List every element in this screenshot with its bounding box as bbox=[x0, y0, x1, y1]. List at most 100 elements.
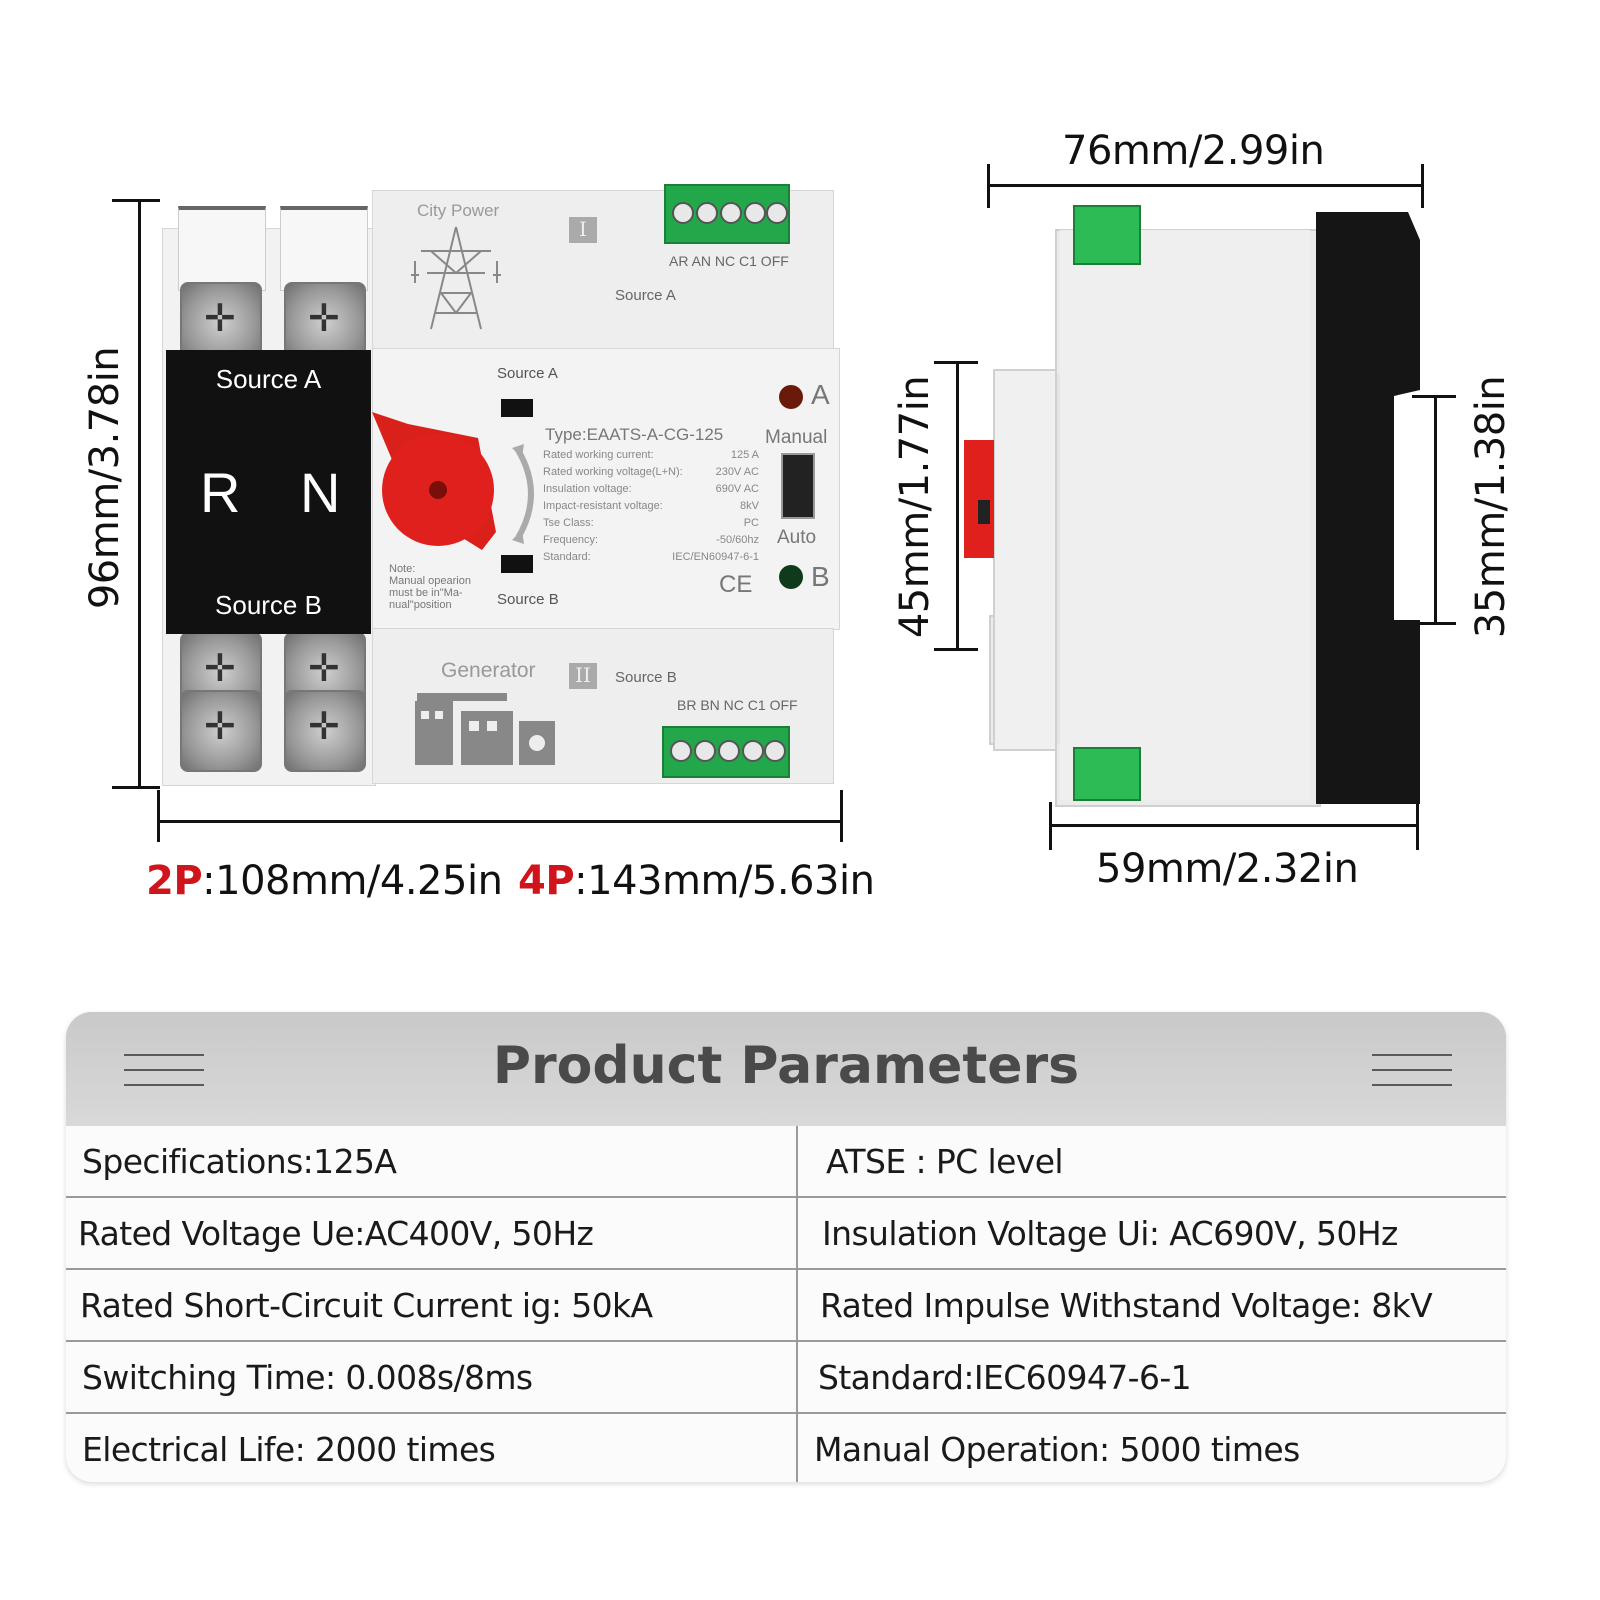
source-b-window bbox=[501, 555, 533, 573]
rotary-handle-icon[interactable] bbox=[368, 404, 548, 564]
bottom-terminal-block bbox=[662, 726, 790, 778]
auto-label: Auto bbox=[777, 527, 817, 548]
table-cell-left: Switching Time: 0.008s/8ms bbox=[82, 1357, 533, 1397]
side-top-tick-right bbox=[1421, 164, 1424, 208]
parameter-title: Product Parameters bbox=[492, 1036, 1080, 1096]
side-view: 76mm/2.99in 59mm/2.32in 45mm/1.77in 35mm… bbox=[892, 0, 1600, 920]
manual-label: Manual bbox=[765, 427, 828, 448]
height-dim-label: 96mm/3.78in bbox=[82, 346, 128, 610]
bottom-source-label: Source B bbox=[615, 669, 677, 686]
side-bottom-label: 59mm/2.32in bbox=[1096, 846, 1359, 892]
led-b bbox=[779, 565, 803, 589]
pole-fin-2 bbox=[280, 206, 368, 291]
side-top-dim-line bbox=[988, 184, 1424, 187]
panel-r: R bbox=[200, 461, 241, 524]
pole-fin-1 bbox=[178, 206, 266, 291]
side-right-tick-bottom bbox=[1412, 622, 1456, 625]
table-cell-left: Specifications:125A bbox=[82, 1141, 397, 1181]
table-cell-right: Rated Impulse Withstand Voltage: 8kV bbox=[820, 1285, 1433, 1325]
value-4p: :143mm/5.63in bbox=[574, 858, 875, 904]
width-dim-line bbox=[158, 820, 842, 823]
bottom-module: Generator II Source B BR BN NC C1 OFF bbox=[372, 628, 834, 784]
side-left-dim-line bbox=[956, 362, 959, 650]
prefix-4p: 4P bbox=[518, 858, 575, 904]
spec-row: Insulation voltage:690V AC bbox=[543, 483, 759, 495]
side-right-tick-top bbox=[1412, 395, 1456, 398]
height-dim-tick-top bbox=[112, 199, 160, 202]
parameter-table: Specifications:125A ATSE : PC level Rate… bbox=[66, 1126, 1506, 1482]
panel-source-a: Source A bbox=[215, 364, 322, 394]
width-dim-tick-right bbox=[840, 790, 843, 842]
deco-lines-left bbox=[124, 1054, 204, 1099]
spec-row: Frequency:-50/60hz bbox=[543, 534, 759, 546]
height-dim-line bbox=[138, 200, 141, 788]
generator-icon bbox=[415, 693, 555, 765]
face-source-b: Source B bbox=[497, 591, 559, 608]
power-tower-icon bbox=[411, 226, 501, 330]
roman-one: I bbox=[569, 217, 597, 243]
city-power-label: City Power bbox=[417, 201, 500, 220]
table-cell-right: Manual Operation: 5000 times bbox=[814, 1429, 1300, 1469]
note-text: Note: Manual opearion must be in"Ma- nua… bbox=[389, 563, 471, 611]
led-a-label: A bbox=[811, 379, 830, 410]
source-a-window bbox=[501, 399, 533, 417]
side-right-dim-line bbox=[1434, 396, 1437, 624]
table-cell-left: Electrical Life: 2000 times bbox=[82, 1429, 496, 1469]
side-right-label: 35mm/1.38in bbox=[1468, 375, 1514, 639]
generator-label: Generator bbox=[441, 659, 536, 682]
table-row: Rated Voltage Ue:AC400V, 50Hz Insulation… bbox=[66, 1198, 1506, 1270]
side-profile bbox=[964, 205, 1420, 807]
table-cell-right: ATSE : PC level bbox=[826, 1141, 1064, 1181]
spec-row: Impact-resistant voltage:8kV bbox=[543, 500, 759, 512]
table-row: Specifications:125A ATSE : PC level bbox=[66, 1126, 1506, 1198]
height-dim-tick-bottom bbox=[112, 786, 160, 789]
side-top-tick-left bbox=[987, 164, 990, 208]
spec-list: Rated working current:125 A Rated workin… bbox=[543, 449, 759, 568]
panel-source-b: Source B bbox=[215, 590, 322, 620]
top-terminal-block bbox=[664, 184, 790, 244]
side-bottom-tick-left bbox=[1049, 802, 1052, 850]
value-2p: :108mm/4.25in bbox=[202, 858, 503, 904]
table-cell-left: Rated Voltage Ue:AC400V, 50Hz bbox=[78, 1213, 594, 1253]
panel-n: N bbox=[300, 461, 341, 524]
table-cell-right: Insulation Voltage Ui: AC690V, 50Hz bbox=[822, 1213, 1398, 1253]
table-cell-left: Rated Short-Circuit Current ig: 50kA bbox=[80, 1285, 653, 1325]
pole-label-panel: Source A R N Source B bbox=[166, 350, 371, 634]
prefix-2p: 2P bbox=[146, 858, 203, 904]
front-view: 96mm/3.78in 2P:108mm/4.25in 4P:143mm/5.6… bbox=[0, 0, 900, 920]
led-b-label: B bbox=[811, 561, 830, 592]
side-top-label: 76mm/2.99in bbox=[1062, 128, 1325, 174]
spec-row: Rated working current:125 A bbox=[543, 449, 759, 461]
parameter-header: Product Parameters bbox=[66, 1012, 1506, 1126]
width-2p-label: 2P:108mm/4.25in bbox=[146, 858, 503, 904]
side-bottom-tick-right bbox=[1416, 802, 1419, 850]
side-bottom-dim-line bbox=[1050, 824, 1418, 827]
led-a bbox=[779, 385, 803, 409]
width-4p-label: 4P:143mm/5.63in bbox=[518, 858, 875, 904]
type-label: Type:EAATS-A-CG-125 bbox=[545, 425, 724, 444]
spec-row: Tse Class:PC bbox=[543, 517, 759, 529]
table-cell-right: Standard:IEC60947-6-1 bbox=[818, 1357, 1192, 1397]
ce-mark: CE bbox=[719, 571, 753, 598]
mode-switch[interactable] bbox=[781, 453, 815, 519]
lug-bottom-3 bbox=[180, 690, 262, 772]
bottom-terminal-labels: BR BN NC C1 OFF bbox=[677, 697, 798, 713]
lug-bottom-4 bbox=[284, 690, 366, 772]
side-left-label: 45mm/1.77in bbox=[892, 375, 938, 639]
table-row: Switching Time: 0.008s/8ms Standard:IEC6… bbox=[66, 1342, 1506, 1414]
deco-lines-right bbox=[1372, 1054, 1452, 1099]
main-face: Source A Source B Type:EAATS-A-CG-125 Ra… bbox=[372, 348, 840, 630]
table-row: Rated Short-Circuit Current ig: 50kA Rat… bbox=[66, 1270, 1506, 1342]
column-divider bbox=[796, 1126, 798, 1482]
top-source-label: Source A bbox=[615, 287, 676, 304]
width-dim-tick-left bbox=[157, 790, 160, 842]
top-module: City Power I AR AN NC C1 OFF Source A bbox=[372, 190, 834, 350]
top-terminal-labels: AR AN NC C1 OFF bbox=[669, 253, 789, 269]
side-left-tick-bottom bbox=[934, 648, 978, 651]
face-source-a: Source A bbox=[497, 365, 558, 382]
table-row: Electrical Life: 2000 times Manual Opera… bbox=[66, 1414, 1506, 1482]
spec-row: Rated working voltage(L+N):230V AC bbox=[543, 466, 759, 478]
side-left-tick-top bbox=[934, 361, 978, 364]
roman-two: II bbox=[569, 663, 597, 689]
spec-row: Standard:IEC/EN60947-6-1 bbox=[543, 551, 759, 563]
